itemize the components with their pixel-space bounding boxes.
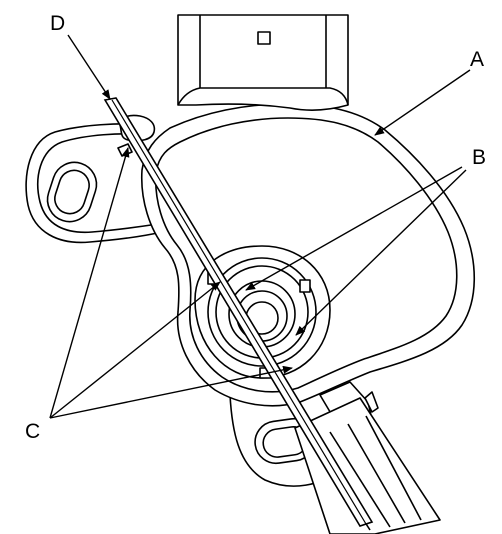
callout-a: A <box>470 48 484 71</box>
leader-d <box>67 34 111 100</box>
left-mounting-ear-inner <box>37 133 159 234</box>
sensor-housing-inner-rim <box>154 117 458 393</box>
leader-b-1 <box>245 166 463 291</box>
left-mounting-slot-inner <box>54 169 90 215</box>
leader-a <box>374 69 471 136</box>
rotor-tab-right <box>299 279 311 293</box>
leader-c-1 <box>49 147 130 419</box>
callout-c: C <box>25 420 40 443</box>
leader-b-2 <box>295 169 467 336</box>
top-connector-latch <box>257 31 271 45</box>
callout-d: D <box>50 12 65 35</box>
leader-c-3 <box>49 365 293 419</box>
leader-c-2 <box>49 281 221 419</box>
alignment-pin <box>103 97 374 527</box>
callout-b: B <box>472 146 486 169</box>
top-connector-base <box>177 87 349 106</box>
top-connector-housing <box>177 14 349 111</box>
